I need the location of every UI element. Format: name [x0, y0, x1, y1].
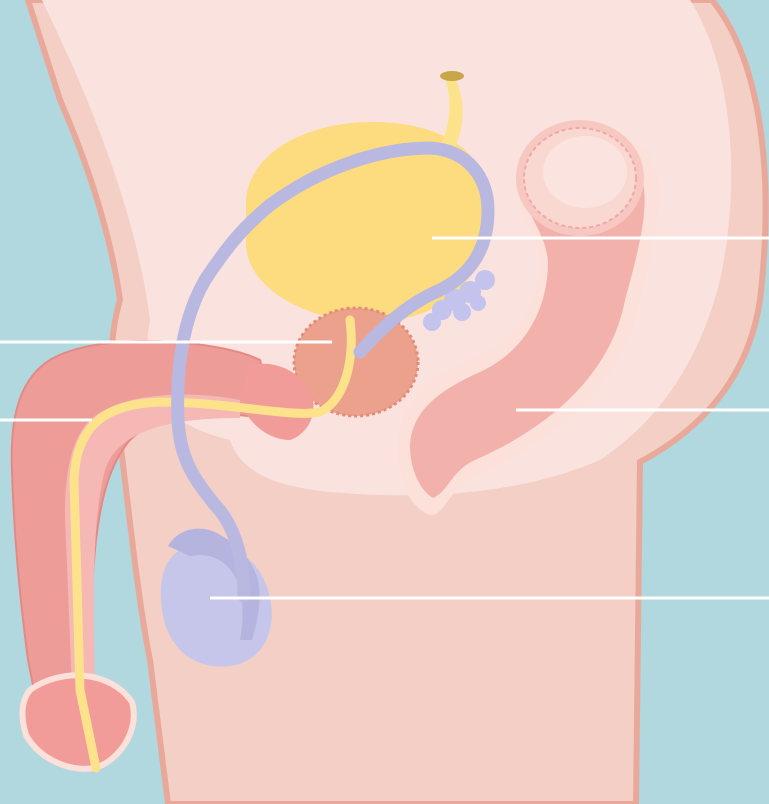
ureter-opening: [440, 71, 464, 81]
rectum-lumen: [543, 136, 627, 208]
